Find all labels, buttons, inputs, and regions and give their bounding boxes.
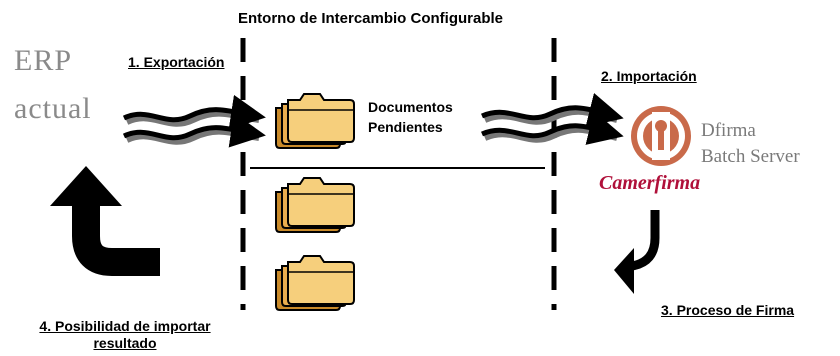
- step-result-label: 4. Posibilidad de importar resultado: [2, 318, 248, 352]
- diagram-title: Entorno de Intercambio Configurable: [238, 10, 504, 27]
- import-arrows: [481, 92, 624, 145]
- camerfirma-brand: Camerfirma: [599, 172, 701, 194]
- export-arrows: [122, 94, 266, 148]
- erp-label-line1: ERP: [14, 44, 73, 77]
- return-arrowhead: [50, 166, 122, 206]
- sign-process-arrowhead: [614, 248, 634, 294]
- step-export-label: 1. Exportación: [128, 54, 225, 70]
- pending-documents-label: Documentos Pendientes: [368, 97, 453, 137]
- step-import-label: 2. Importación: [601, 68, 697, 84]
- return-arrow: [72, 204, 160, 276]
- documents-line1: Documentos: [368, 99, 453, 115]
- step-sign-label: 3. Proceso de Firma: [661, 302, 795, 318]
- step-result-line2: resultado: [93, 335, 157, 351]
- folder-icon: [275, 177, 355, 233]
- folder-icon: [275, 255, 355, 311]
- documents-line2: Pendientes: [368, 119, 443, 135]
- pending-documents-folder-icon: [275, 93, 355, 149]
- server-name-line1: Dfirma: [701, 120, 756, 141]
- step-result-line1: 4. Posibilidad de importar: [39, 318, 211, 334]
- erp-label-line2: actual: [14, 92, 92, 125]
- server-name-line2: Batch Server: [701, 146, 800, 167]
- dfirma-logo-icon: [631, 106, 691, 166]
